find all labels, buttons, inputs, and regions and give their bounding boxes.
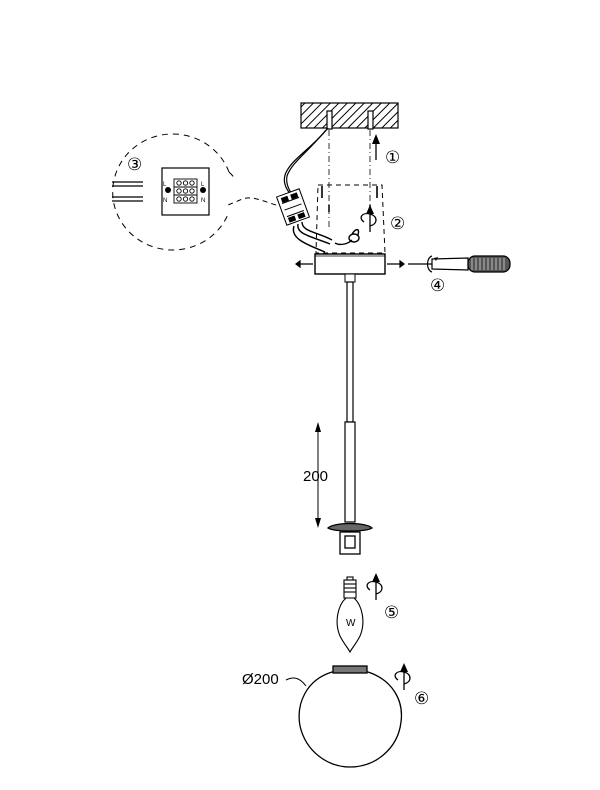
rotation-arrow-step-6 bbox=[394, 663, 411, 690]
step-2-label: ② bbox=[390, 214, 405, 233]
step-5-label: ⑤ bbox=[384, 603, 399, 622]
lamp-holder bbox=[326, 522, 374, 555]
step-3-label: ③ bbox=[127, 155, 142, 174]
suspension-rod bbox=[344, 281, 356, 523]
rod-length-label: 200 bbox=[303, 468, 328, 485]
terminal-mark-right-top: L bbox=[201, 182, 205, 188]
terminal-callout: L N L N bbox=[112, 133, 237, 251]
glass-globe bbox=[298, 665, 403, 768]
step-1-label: ① bbox=[385, 148, 400, 167]
arrow-up-step-1 bbox=[372, 134, 380, 160]
alignment-lines bbox=[328, 130, 371, 230]
connector-block bbox=[275, 188, 311, 226]
step-6-label: ⑥ bbox=[414, 689, 429, 708]
rod-dimension bbox=[315, 422, 321, 528]
bulb-icon bbox=[336, 576, 364, 654]
callout-leader bbox=[227, 197, 277, 206]
step-4-label: ④ bbox=[430, 276, 445, 295]
canopy-side-screws bbox=[295, 259, 405, 269]
terminal-mark-right-bottom: N bbox=[201, 198, 205, 204]
diameter-leader bbox=[285, 677, 307, 687]
canopy bbox=[314, 253, 386, 283]
bulb-wattage-mark: W bbox=[346, 618, 356, 629]
screwdriver-icon bbox=[408, 255, 511, 273]
lamp-wires bbox=[292, 221, 360, 253]
globe-diameter-label: Ø200 bbox=[242, 671, 279, 688]
terminal-mark-left-top: L bbox=[163, 182, 167, 188]
rotation-arrow-step-5 bbox=[366, 573, 383, 600]
rotation-arrow-step-2 bbox=[360, 205, 377, 232]
ceiling-screws bbox=[326, 110, 374, 130]
ceiling-hatch bbox=[300, 102, 399, 129]
terminal-mark-left-bottom: N bbox=[163, 198, 167, 204]
